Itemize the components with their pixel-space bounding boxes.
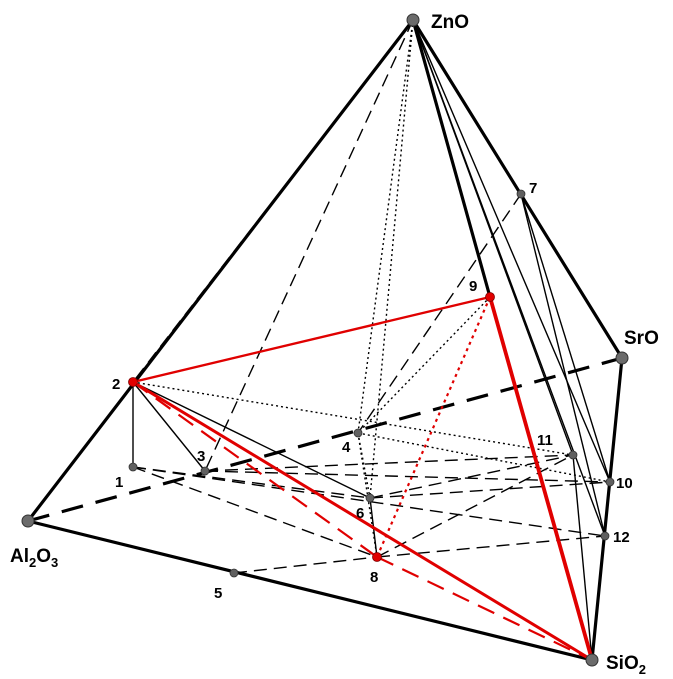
dash-p7-p4: [357, 193, 522, 434]
dash-p6-p11: [369, 454, 574, 499]
point-10-marker: [605, 477, 615, 487]
dot-p9-p4: [357, 296, 491, 434]
point-7-marker: [516, 189, 526, 199]
tetrahedron-outline: [26, 18, 624, 662]
red-dot-p9-p8: [375, 296, 492, 558]
red-p2-sio2: [132, 380, 593, 662]
point-7-label: 7: [529, 180, 537, 197]
point-4-label: 4: [342, 439, 351, 456]
line-p11-sio2: [572, 454, 593, 661]
point-8-label: 8: [370, 569, 378, 586]
vertex-markers: [21, 13, 629, 667]
dash-p3-p11: [204, 454, 574, 472]
vertex-sro-marker: [615, 351, 629, 365]
dash-zno-p2: [132, 19, 414, 383]
red-dash-p2-p8: [132, 381, 378, 558]
point-4-marker: [353, 428, 363, 438]
point-8-marker: [372, 552, 382, 562]
point-10-label: 10: [616, 475, 633, 492]
dot-p4-p8: [357, 432, 378, 558]
edge-zno-sio2: [411, 18, 492, 299]
point-11-marker: [568, 450, 578, 460]
dash-p3-p10: [204, 470, 611, 483]
dash-zno-p3: [204, 19, 414, 472]
point-3-label: 3: [197, 448, 205, 465]
edge-zno-sro: [411, 18, 624, 360]
line-zno-p12: [412, 19, 606, 537]
point-2-label: 2: [112, 376, 120, 393]
line-p10-sio2: [591, 481, 611, 661]
point-9-marker: [485, 292, 495, 302]
point-1-label: 1: [115, 474, 123, 491]
edge-al2o3-zno: [26, 18, 415, 523]
vertex-zno-label: ZnO: [431, 12, 469, 33]
point-1-marker: [128, 462, 138, 472]
dotted-lines: [132, 19, 611, 558]
highlight-lines: [132, 295, 594, 662]
line-zno-p10: [412, 19, 611, 483]
point-11-label: 11: [537, 432, 553, 449]
dash-p8-p12: [376, 535, 606, 558]
vertex-sro-label: SrO: [624, 328, 659, 349]
line-p7-p10: [520, 193, 611, 483]
line-p2-p6: [132, 381, 371, 499]
dot-p4-p6: [357, 432, 371, 499]
vertex-al2o3-marker: [21, 514, 35, 528]
line-p2-p3: [132, 381, 206, 472]
edge-al2o3-sio2: [26, 519, 594, 662]
line-p7-p12: [520, 193, 606, 537]
red-dash-p8-sio2: [376, 556, 593, 661]
vertex-zno-marker: [406, 13, 420, 27]
vertex-sio2-label: SiO2: [606, 653, 646, 677]
point-6-label: 6: [356, 505, 364, 522]
point-12-label: 12: [613, 529, 630, 546]
point-5-marker: [229, 568, 239, 578]
dash-p5-p8: [233, 556, 378, 574]
red-p9-sio2: [488, 296, 594, 661]
point-3-marker: [200, 466, 210, 476]
vertex-sio2-marker: [585, 653, 599, 667]
vertex-al2o3-label: Al2O3: [10, 546, 58, 570]
point-6-marker: [365, 493, 375, 503]
point-2-marker: [128, 377, 138, 387]
thin-dashed-lines: [132, 19, 611, 574]
dash-p6-p10: [369, 481, 611, 499]
highlight-markers: [128, 292, 495, 562]
point-9-label: 9: [469, 278, 477, 295]
red-p2-p9: [132, 295, 491, 384]
point-markers: [128, 189, 615, 578]
point-5-label: 5: [214, 585, 222, 602]
point-labels: 1 2 3 4 5 6 7 8 9 10 11 12: [112, 180, 633, 602]
dot-p2-p11: [132, 381, 574, 456]
point-12-marker: [600, 531, 610, 541]
dash-p1-p8: [132, 466, 378, 558]
